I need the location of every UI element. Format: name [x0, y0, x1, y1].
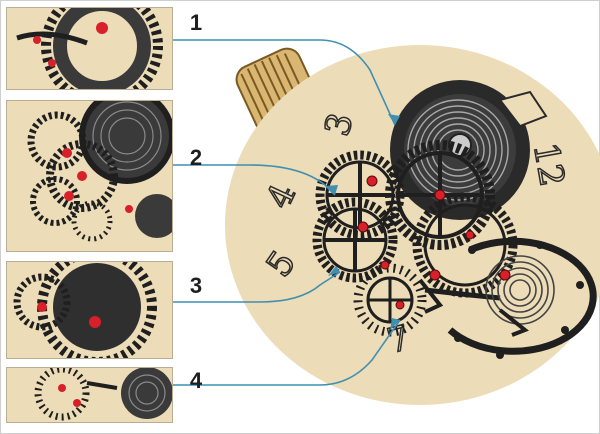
- leader-line-4: [172, 319, 401, 386]
- callout-number-1: 1: [189, 10, 203, 35]
- pallet-fork: [418, 278, 501, 314]
- callout-number-3: 3: [189, 273, 203, 298]
- leader-lines: [172, 39, 401, 386]
- detail-panel-2: [6, 100, 173, 252]
- dial-numeral-12: 12: [525, 140, 572, 190]
- callout-number-4: 4: [189, 368, 203, 393]
- leader-line-2: [172, 164, 336, 196]
- escape-wheel: [353, 263, 427, 337]
- detail-panel-4: [6, 367, 173, 423]
- detail-panel-1: [6, 7, 173, 90]
- jewels: [357, 175, 511, 310]
- leader-line-3: [172, 271, 341, 303]
- leader-line-1: [172, 39, 396, 126]
- callout-number-2: 2: [189, 145, 203, 170]
- balance-wheel: [447, 237, 597, 359]
- detail-panel-3: [6, 261, 173, 359]
